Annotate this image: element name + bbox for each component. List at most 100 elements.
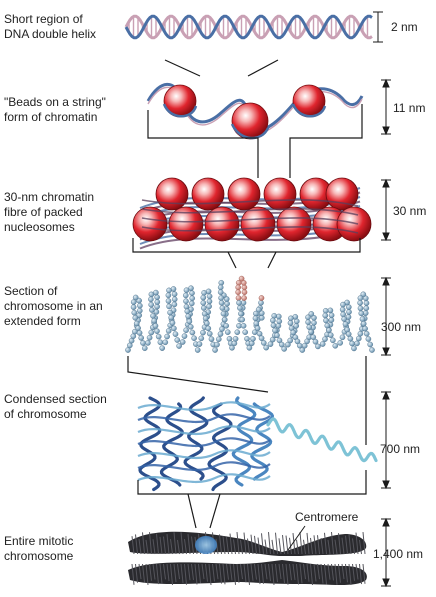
chromatin-bead xyxy=(271,312,278,319)
chromatin-texture xyxy=(359,539,362,555)
chromatin-texture xyxy=(212,563,215,582)
condensed-coil xyxy=(137,449,271,459)
chromatin-bead xyxy=(217,284,224,291)
chromatin-texture xyxy=(149,532,152,555)
chromatin-bead xyxy=(189,295,195,302)
chromatin-bead xyxy=(223,296,230,302)
chromatin-bead xyxy=(270,322,277,329)
chromatin-texture xyxy=(187,563,191,581)
chromatin-bead xyxy=(357,300,363,306)
chromatin-bead xyxy=(241,284,248,291)
chromatin-bead xyxy=(252,315,259,322)
chromatin-bead xyxy=(301,342,308,349)
chromatin-texture xyxy=(250,563,254,581)
chromatin-bead xyxy=(340,311,347,318)
chromatin-texture xyxy=(327,563,331,580)
chromatin-bead xyxy=(355,335,362,342)
chromatin-bead xyxy=(131,309,138,316)
scale-bar-700nm xyxy=(381,390,391,490)
chromatin-bead xyxy=(152,322,159,329)
chromatin-bead xyxy=(235,289,241,296)
chromatin-bead xyxy=(327,307,334,314)
chromatin-texture xyxy=(247,563,250,585)
level-label-dna-helix: Short region of DNA double helix xyxy=(4,12,97,41)
chromatin-bead xyxy=(357,330,364,337)
chromatin-bead xyxy=(181,333,188,339)
chromatin-bead xyxy=(220,310,227,317)
chromatin-bead xyxy=(319,341,326,347)
chromatin-bead xyxy=(146,334,153,341)
chromatin-bead xyxy=(305,314,311,321)
chromatin-texture xyxy=(135,563,138,583)
chromatin-texture xyxy=(156,533,159,555)
chromatin-bead xyxy=(290,329,297,336)
nucleosome xyxy=(240,206,276,242)
chromatin-texture xyxy=(324,532,327,555)
chromatin-bead xyxy=(359,316,366,322)
chromatin-texture xyxy=(198,563,201,584)
chromatin-bead xyxy=(189,329,196,336)
chromatin-bead xyxy=(140,340,146,346)
scale-label-1400nm: 1,400 nm xyxy=(373,547,424,561)
chromatin-bead xyxy=(311,314,317,321)
chromatin-texture xyxy=(341,563,345,580)
zoom-bracket xyxy=(187,493,221,529)
chromatin-bead xyxy=(145,340,151,346)
chromatin-texture xyxy=(247,538,250,555)
chromatin-texture xyxy=(352,538,355,555)
chromatin-bead xyxy=(165,292,172,299)
chromatin-bead xyxy=(322,336,328,342)
chromatin-texture xyxy=(320,538,324,555)
chromatin-bead xyxy=(323,317,329,324)
chromatin-bead xyxy=(171,301,178,308)
chromatin-bead xyxy=(294,338,301,345)
zoom-bracket xyxy=(137,470,367,495)
chromatin-bead xyxy=(274,332,280,339)
level-label-extended-chromosome: Section of chromosome in an extended for… xyxy=(4,284,103,328)
nucleosome xyxy=(227,177,261,211)
chromatin-bead xyxy=(132,294,139,301)
scale-bar-11nm xyxy=(381,78,391,136)
chromatin-bead xyxy=(206,330,213,337)
nucleosome xyxy=(204,206,240,242)
scale-bar-1400nm xyxy=(381,517,391,588)
chromatin-bead xyxy=(276,318,283,325)
chromatin-bead xyxy=(214,341,220,348)
chromatin-texture xyxy=(236,563,240,583)
scale-bar-300nm xyxy=(381,276,391,357)
chromatin-bead xyxy=(202,315,209,322)
chromatin-texture xyxy=(257,537,261,555)
chromatin-bead xyxy=(253,320,260,327)
chromatin-bead xyxy=(287,337,294,344)
nucleosome xyxy=(336,206,372,242)
chromatin-texture xyxy=(142,563,145,583)
chromatin-bead xyxy=(187,323,194,330)
dna-wrap xyxy=(162,103,198,118)
chromatid-arm xyxy=(128,531,367,556)
chromatin-texture xyxy=(278,538,282,555)
nucleosome xyxy=(168,206,204,242)
chromatin-bead xyxy=(219,305,226,311)
chromatin-bead xyxy=(224,329,231,336)
chromatin-bead xyxy=(218,279,225,286)
chromatin-bead xyxy=(235,284,241,291)
chromatin-bead xyxy=(263,344,270,351)
condensed-coil xyxy=(137,425,271,435)
extended-chromosome-section xyxy=(125,275,375,353)
chromatin-bead xyxy=(201,289,207,296)
chromatin-texture xyxy=(261,563,264,584)
chromatin-bead xyxy=(339,306,346,313)
chromatin-texture xyxy=(177,563,180,580)
chromatin-bead xyxy=(191,335,197,342)
chromatin-texture xyxy=(184,538,187,555)
nucleosome xyxy=(132,206,168,242)
chromatin-texture xyxy=(271,563,275,586)
scale-bars xyxy=(373,11,391,588)
zoom-bracket xyxy=(127,356,367,445)
chromatin-bead xyxy=(293,323,300,329)
chromatin-texture xyxy=(163,563,166,580)
dna-strand xyxy=(124,14,373,40)
highlighted-section xyxy=(195,536,217,554)
chromatin-bead xyxy=(306,324,313,330)
condensed-chromosome-section xyxy=(137,396,378,492)
